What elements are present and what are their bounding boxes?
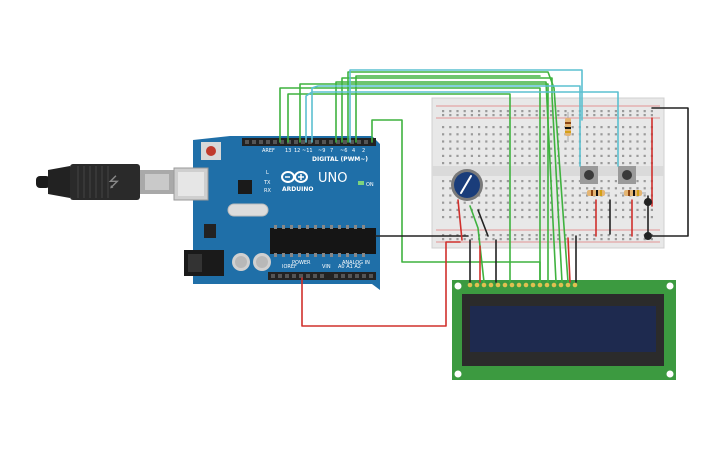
pushbutton-2[interactable] xyxy=(618,166,636,184)
on-led xyxy=(358,181,364,185)
on-led-label: ON xyxy=(366,182,374,188)
svg-text:12: 12 xyxy=(294,148,300,154)
breadboard-holes xyxy=(442,110,653,241)
lcd-16x2-module[interactable] xyxy=(452,280,676,380)
svg-text:AREF: AREF xyxy=(262,148,275,154)
svg-text:IOREF: IOREF xyxy=(282,264,297,270)
resistor-1[interactable] xyxy=(565,112,571,142)
rx-led-label: RX xyxy=(264,188,271,194)
tx-led-label: TX xyxy=(263,180,271,186)
svg-text:~11: ~11 xyxy=(302,148,313,154)
black-wires xyxy=(375,107,689,283)
potentiometer[interactable] xyxy=(451,169,483,201)
lcd-pin-header xyxy=(467,282,578,288)
svg-text:~6: ~6 xyxy=(340,148,347,154)
svg-text:4: 4 xyxy=(352,148,355,154)
power-label: POWER xyxy=(292,260,311,266)
arduino-logo-icon xyxy=(281,171,308,183)
svg-text:2: 2 xyxy=(362,148,365,154)
red-wires xyxy=(301,117,653,327)
green-wires xyxy=(279,71,569,283)
svg-text:7: 7 xyxy=(330,148,333,154)
usb-cable: ⭍ xyxy=(36,164,174,200)
model-label: UNO xyxy=(318,171,347,186)
wires xyxy=(279,69,689,327)
brand-label: ARDUINO xyxy=(282,186,313,193)
svg-text:VIN: VIN xyxy=(322,264,331,270)
l-led-label: L xyxy=(266,170,269,176)
svg-text:13: 13 xyxy=(285,148,291,154)
digital-pwm-label: DIGITAL (PWM~) xyxy=(312,156,368,163)
cyan-wires xyxy=(305,69,619,167)
pushbutton-1[interactable] xyxy=(580,166,598,184)
analog-in-label: ANALOG IN xyxy=(342,260,370,266)
usb-symbol-icon: ⭍ xyxy=(108,175,120,191)
resistor-3[interactable] xyxy=(620,190,646,196)
svg-text:A0 A1 A2: A0 A1 A2 xyxy=(338,264,361,270)
resistor-2[interactable] xyxy=(582,190,610,196)
svg-text:~9: ~9 xyxy=(318,148,325,154)
lcd-screen xyxy=(470,306,656,352)
